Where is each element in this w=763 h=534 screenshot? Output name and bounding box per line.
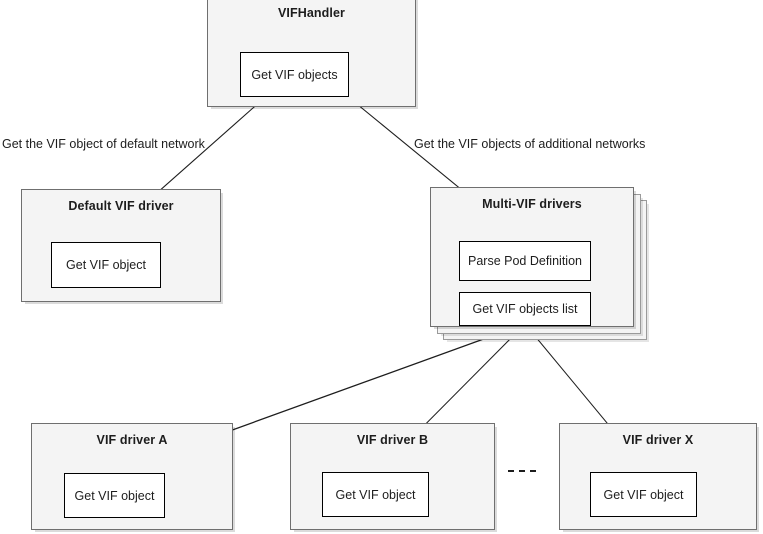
- card-title-vif-driver-a: VIF driver A: [96, 433, 168, 447]
- edge-label-additional-networks: Get the VIF objects of additional networ…: [414, 137, 646, 151]
- node-parse-pod-definition[interactable]: Parse Pod Definition: [459, 241, 591, 281]
- node-driver-a-get-vif-object[interactable]: Get VIF object: [64, 473, 165, 518]
- edge-label-default-network: Get the VIF object of default network: [2, 137, 205, 151]
- node-get-vif-objects-list[interactable]: Get VIF objects list: [459, 292, 591, 326]
- node-default-get-vif-object[interactable]: Get VIF object: [51, 242, 161, 288]
- drivers-ellipsis-separator: [508, 470, 536, 472]
- card-title-multi-vif-drivers: Multi-VIF drivers: [482, 197, 582, 211]
- card-title-vif-handler: VIFHandler: [278, 6, 345, 20]
- card-title-vif-driver-b: VIF driver B: [356, 433, 429, 447]
- card-title-vif-driver-x: VIF driver X: [622, 433, 694, 447]
- card-title-default-vif-driver: Default VIF driver: [68, 199, 174, 213]
- node-driver-b-get-vif-object[interactable]: Get VIF object: [322, 472, 429, 517]
- node-driver-x-get-vif-object[interactable]: Get VIF object: [590, 472, 697, 517]
- node-get-vif-objects[interactable]: Get VIF objects: [240, 52, 349, 97]
